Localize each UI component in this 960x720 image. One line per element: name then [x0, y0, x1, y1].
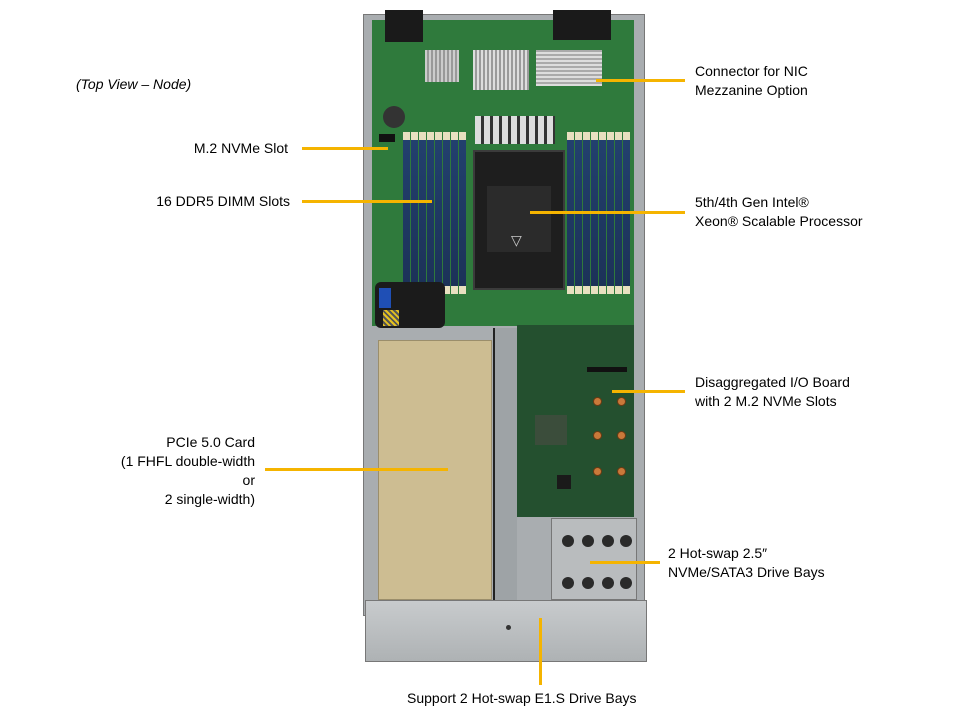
heatsink-small — [425, 50, 459, 82]
cpu-socket: ▽ — [473, 150, 565, 290]
callout-line-io-board — [612, 390, 685, 393]
io-chip — [535, 415, 567, 445]
label-pcie-line-2: (1 FHFL double-width — [120, 453, 255, 469]
label-nic-line-1: Connector for NIC — [695, 63, 808, 79]
nic-mezzanine-connector — [536, 50, 602, 86]
cable-wires — [383, 310, 399, 326]
label-pcie-line-4: 2 single-width) — [164, 491, 255, 507]
callout-line-nic — [596, 79, 685, 82]
heatsink-medium — [473, 50, 529, 90]
label-io-line-2: with 2 M.2 NVMe Slots — [695, 393, 837, 409]
callout-line-cpu — [530, 211, 685, 214]
label-drive-bays: 2 Hot-swap 2.5″ NVMe/SATA3 Drive Bays — [668, 544, 825, 582]
server-node-image: ▽ — [363, 10, 647, 665]
io-controller — [557, 475, 571, 489]
label-pcie-line-1: PCIe 5.0 Card — [166, 434, 255, 450]
blue-connector — [379, 288, 391, 308]
io-board — [517, 325, 634, 517]
label-drive-line-2: NVMe/SATA3 Drive Bays — [668, 564, 825, 580]
callout-line-m2-slot — [302, 147, 388, 150]
label-e1s-bays: Support 2 Hot-swap E1.S Drive Bays — [407, 690, 637, 706]
drive-cage — [551, 518, 637, 600]
label-m2-slot: M.2 NVMe Slot — [193, 140, 288, 156]
callout-line-dimm — [302, 200, 432, 203]
label-cpu: 5th/4th Gen Intel® Xeon® Scalable Proces… — [695, 193, 863, 231]
callout-line-e1s — [539, 618, 542, 685]
e1s-drive-bays — [365, 600, 647, 662]
rear-connector-right — [553, 10, 611, 40]
riser-bracket — [493, 328, 517, 608]
label-nic-connector: Connector for NIC Mezzanine Option — [695, 62, 808, 100]
m2-slot — [379, 134, 395, 142]
label-io-board: Disaggregated I/O Board with 2 M.2 NVMe … — [695, 373, 850, 411]
label-pcie-line-3: or — [242, 472, 255, 488]
label-cpu-line-1: 5th/4th Gen Intel® — [695, 194, 809, 210]
vrm-inductors — [475, 116, 555, 144]
label-dimm-slots: 16 DDR5 DIMM Slots — [156, 193, 290, 209]
io-m2-slot — [587, 367, 627, 372]
label-nic-line-2: Mezzanine Option — [695, 82, 808, 98]
label-io-line-1: Disaggregated I/O Board — [695, 374, 850, 390]
callout-line-drive-bays — [590, 561, 660, 564]
dimm-bank-left — [403, 132, 468, 294]
view-caption: (Top View – Node) — [76, 76, 192, 92]
callout-line-pcie — [265, 468, 448, 471]
label-drive-line-1: 2 Hot-swap 2.5″ — [668, 545, 768, 561]
label-pcie-card: PCIe 5.0 Card (1 FHFL double-width or 2 … — [121, 433, 255, 509]
rear-connector-left — [385, 10, 423, 42]
cmos-battery — [383, 106, 405, 128]
label-cpu-line-2: Xeon® Scalable Processor — [695, 213, 863, 229]
